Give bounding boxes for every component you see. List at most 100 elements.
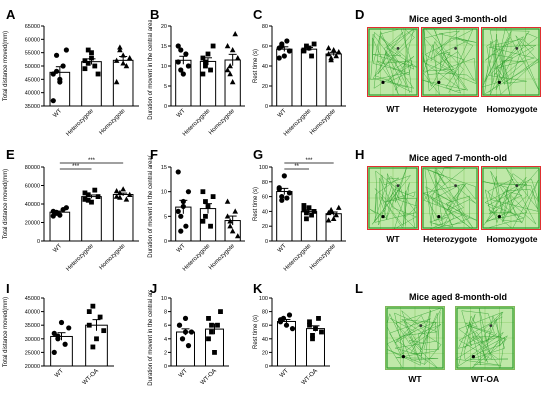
- data-point-b-1: [200, 71, 206, 77]
- data-point-e-2: [117, 194, 123, 200]
- data-point-j-0: [188, 329, 195, 335]
- data-point-a-1: [85, 47, 91, 53]
- data-point-f-2: [224, 213, 231, 219]
- data-point-e-1: [89, 199, 94, 205]
- data-point-c-0: [279, 43, 285, 49]
- bar-j-0: [176, 331, 195, 367]
- data-point-j-1: [206, 336, 211, 342]
- data-point-e-2: [113, 188, 120, 194]
- x-tick-label-b-0: WT: [176, 108, 187, 119]
- y-tick-label-j: 10: [161, 296, 167, 302]
- data-point-f-0: [180, 198, 186, 205]
- y-tick-label-g: 0: [265, 239, 268, 245]
- arena-track-6: [386, 307, 444, 369]
- data-point-b-1: [203, 63, 208, 69]
- data-point-f-0: [180, 203, 186, 210]
- data-point-b-2: [224, 67, 231, 73]
- data-point-j-1: [215, 322, 220, 328]
- y-tick-label-f: 5: [164, 214, 167, 220]
- data-point-e-1: [95, 194, 101, 199]
- y-tick-label-g: 80: [262, 180, 268, 186]
- panel-label-g: G: [253, 147, 264, 162]
- y-tick-label-k: 80: [262, 310, 268, 316]
- data-point-c-2: [333, 53, 340, 59]
- data-point-k-0: [289, 326, 296, 332]
- panel-label-j: J: [150, 281, 158, 296]
- y-tick-label-a: 50000: [25, 64, 40, 70]
- sig-label-e-1: ***: [88, 158, 96, 164]
- y-axis-title-j: Duration of movent in the central area(s…: [148, 290, 154, 386]
- data-point-g-2: [335, 204, 342, 210]
- x-tick-label-b-2: Homozygote: [208, 108, 237, 137]
- panel-label-h: H: [355, 147, 365, 162]
- data-point-j-1: [209, 322, 214, 328]
- arena-track-2: [482, 28, 540, 96]
- y-axis-title-c: Rest time (s): [253, 49, 259, 83]
- data-point-b-1: [205, 51, 211, 57]
- row1-title: Mice aged 3-month-old: [408, 14, 507, 24]
- data-point-a-1: [82, 58, 88, 64]
- data-point-b-1: [203, 59, 208, 65]
- y-tick-label-b: 15: [161, 44, 167, 50]
- y-tick-label-j: 2: [164, 350, 167, 356]
- data-point-e-2: [123, 196, 130, 202]
- panel-label-b: B: [150, 7, 160, 22]
- y-tick-label-k: 60: [262, 323, 268, 329]
- data-point-f-0: [183, 223, 189, 229]
- arena-wt-3mo: [367, 27, 419, 97]
- data-point-e-1: [92, 187, 98, 193]
- y-tick-label-e: 0: [37, 239, 40, 245]
- data-point-a-1: [92, 63, 98, 69]
- data-point-e-2: [126, 191, 133, 197]
- x-tick-label-c-0: WT: [277, 108, 288, 119]
- y-tick-label-g: 40: [262, 209, 268, 215]
- data-point-c-1: [311, 41, 317, 47]
- arena-hom-3mo: [481, 27, 541, 97]
- caption-het-3mo: Heterozygote: [423, 104, 477, 114]
- y-tick-label-k: 40: [262, 337, 268, 343]
- data-point-j-1: [209, 329, 214, 335]
- bar-b-1: [199, 60, 217, 107]
- y-tick-label-f: 10: [161, 190, 167, 196]
- data-point-g-0: [279, 194, 285, 200]
- bar-g-1: [300, 211, 318, 242]
- y-tick-label-f: 15: [161, 165, 167, 171]
- data-point-b-0: [175, 43, 181, 49]
- y-tick-label-j: 8: [164, 310, 167, 316]
- data-point-f-0: [178, 228, 184, 234]
- y-tick-label-e: 80000: [25, 165, 40, 171]
- x-tick-label-f-0: WT: [176, 243, 187, 254]
- panel-label-d: D: [355, 7, 365, 22]
- y-tick-label-c: 80: [262, 24, 268, 30]
- panel-label-a: A: [6, 7, 16, 22]
- row3-title: Mice aged 8-month-old: [408, 292, 507, 302]
- data-point-j-1: [212, 350, 217, 355]
- data-point-b-0: [175, 59, 181, 65]
- data-point-j-0: [182, 315, 189, 321]
- y-tick-label-i: 35000: [25, 323, 40, 329]
- x-tick-label-e-1: Heterozygote: [65, 243, 95, 273]
- data-point-g-2: [333, 212, 340, 218]
- y-tick-label-i: 30000: [25, 337, 40, 343]
- data-point-e-0: [63, 205, 69, 211]
- data-point-g-1: [304, 210, 309, 216]
- data-point-i-1: [90, 344, 96, 350]
- x-tick-label-i-0: WT: [54, 368, 65, 379]
- x-tick-label-g-2: Homozygote: [309, 243, 338, 272]
- y-axis-title-e: Total distance moved(mm): [3, 169, 9, 239]
- x-tick-label-e-2: Homozygote: [99, 243, 128, 272]
- caption-het-7mo: Heterozygote: [423, 234, 477, 244]
- x-tick-label-k-1: WT-OA: [301, 368, 319, 386]
- data-point-a-0: [63, 47, 69, 53]
- x-tick-label-g-0: WT: [277, 243, 288, 254]
- data-point-e-2: [113, 193, 120, 199]
- data-point-k-1: [313, 326, 318, 331]
- arena-track-7: [456, 307, 514, 369]
- x-tick-label-e-0: WT: [52, 243, 63, 254]
- y-tick-label-b: 0: [164, 104, 167, 110]
- bar-j-1: [205, 328, 224, 367]
- y-tick-label-f: 0: [164, 239, 167, 245]
